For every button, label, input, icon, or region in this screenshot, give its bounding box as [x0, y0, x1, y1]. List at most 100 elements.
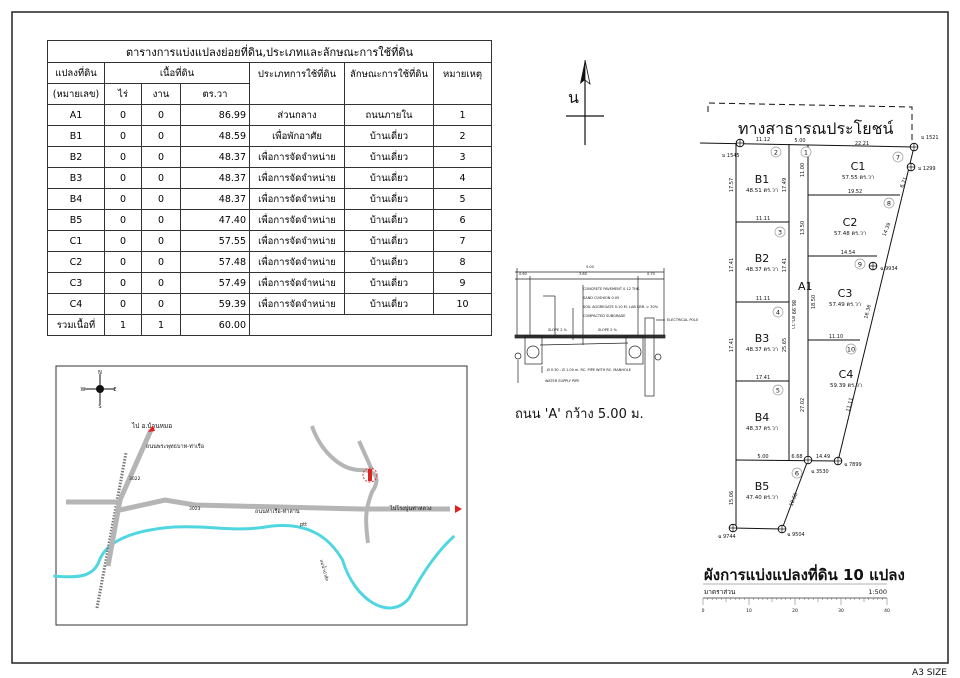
- dimension-label: 6.71: [899, 176, 909, 189]
- plot-number: 3: [778, 229, 782, 237]
- road-note: COMPACTED SUBGRADE: [583, 314, 625, 318]
- cell-use-type: เพื่อการจัดจำหน่าย: [249, 230, 345, 252]
- cell-ngan: 0: [141, 230, 181, 252]
- header-sqwa: ตร.วา: [180, 83, 250, 105]
- cell-ngan: 0: [141, 188, 181, 210]
- plot-area: 57.49 ตร.วา: [829, 302, 861, 308]
- boundary-marker-label: ม 1299: [918, 166, 936, 172]
- cell-note: 3: [433, 146, 492, 168]
- plot-area: 57.55 ตร.วา: [842, 175, 874, 181]
- public-way-label: ทางสาธารณประโยชน์: [738, 119, 894, 138]
- cell-sqwa: 59.39: [180, 293, 250, 315]
- cell-use-character: บ้านเดี่ยว: [344, 230, 434, 252]
- cell-sqwa: 86.99: [180, 104, 250, 126]
- boundary-marker-label: ฉ 9744: [718, 534, 736, 540]
- dimension-label: 11.11: [756, 296, 770, 302]
- river: [53, 523, 456, 610]
- boundary-marker-label: ฉ 7899: [844, 462, 862, 468]
- cell-rai: 0: [104, 272, 142, 294]
- road-note: Ø 0.30 - Ø 1.00 m. RC. PIPE WITH RC. MAN…: [547, 367, 631, 372]
- cell-use-type: ส่วนกลาง: [249, 104, 345, 126]
- plot-area: 86.99 ตร.วา: [790, 300, 796, 329]
- plot-number: 1: [804, 149, 808, 157]
- cell-plot: C1: [47, 230, 105, 252]
- plot-label: C2: [843, 216, 858, 229]
- cell-use-type: เพื่อพักอาศัย: [249, 125, 345, 147]
- cell-rai: 0: [104, 230, 142, 252]
- north-label: น: [568, 88, 579, 107]
- plot-area: 59.39 ตร.วา: [830, 383, 862, 389]
- plot-number-badge: [772, 306, 784, 318]
- dimension-label: 17.41: [756, 375, 770, 381]
- header-rai: ไร่: [104, 83, 142, 105]
- cell-use-type: เพื่อการจัดจำหน่าย: [249, 251, 345, 273]
- cell-note: 6: [433, 209, 492, 231]
- cell-sqwa: 57.49: [180, 272, 250, 294]
- cell-rai: 0: [104, 104, 142, 126]
- cell-sqwa: 57.48: [180, 251, 250, 273]
- dimension-label: 17.41: [729, 258, 735, 272]
- map-label: ถนนพระพุทธบาท-ท่าเรือ: [146, 443, 204, 450]
- plot-area: 47.40 ตร.วา: [746, 495, 778, 501]
- scale-tick-label: 0: [702, 608, 705, 614]
- map-label: ถนนท่าเรือ-ท่าลาน: [255, 508, 300, 515]
- cell-rai: 0: [104, 146, 142, 168]
- cell-note: 1: [433, 104, 492, 126]
- plot-number: 6: [795, 470, 799, 478]
- plot-number-badge: [770, 146, 782, 158]
- dimension-label: 15.06: [729, 491, 735, 505]
- cell-plot: B3: [47, 167, 105, 189]
- cell-sqwa: 57.55: [180, 230, 250, 252]
- plot-area: 48.37 ตร.วา: [746, 426, 778, 432]
- compass-letter: N: [98, 370, 102, 376]
- plot-number: 9: [858, 261, 862, 269]
- cell-use-type: เพื่อการจัดจำหน่าย: [249, 209, 345, 231]
- dimension-label: 18.50: [811, 295, 817, 309]
- sheet-size-label: A3 SIZE: [912, 668, 947, 678]
- cell-use-character: บ้านเดี่ยว: [344, 293, 434, 315]
- cell-plot: A1: [47, 104, 105, 126]
- cell-ngan: 0: [141, 104, 181, 126]
- dimension-label: 5.00: [794, 138, 805, 144]
- dimension-label: 14.49: [816, 454, 830, 460]
- dimension-label: 11.11: [756, 216, 770, 222]
- cell-use-type: เพื่อการจัดจำหน่าย: [249, 146, 345, 168]
- boundary-marker-label: ม 1521: [921, 135, 939, 141]
- plot-label: B1: [755, 173, 770, 186]
- scale-tick-label: 10: [746, 608, 752, 614]
- cell-note: 9: [433, 272, 492, 294]
- header-plot-sub: (หมายเลข): [47, 83, 105, 105]
- plot-number-badge: [845, 343, 857, 355]
- cell-sqwa: 47.40: [180, 209, 250, 231]
- cell-plot: C4: [47, 293, 105, 315]
- dimension-label: 22.21: [855, 141, 869, 147]
- plot-number-badge: [772, 384, 784, 396]
- plot-label: C3: [838, 287, 853, 300]
- plot-label: B2: [755, 252, 770, 265]
- railway: [95, 452, 128, 609]
- plot-label: A1: [798, 280, 813, 293]
- cell-use-character: บ้านเดี่ยว: [344, 272, 434, 294]
- cell-use-character: บ้านเดี่ยว: [344, 188, 434, 210]
- cell-rai: 0: [104, 209, 142, 231]
- cell-plot: B1: [47, 125, 105, 147]
- cell-rai: 0: [104, 188, 142, 210]
- total-empty: [249, 314, 492, 336]
- plot-number-badge: [883, 197, 895, 209]
- dimension-label: 11.12: [756, 137, 770, 143]
- dimension-label: 10.60: [789, 492, 800, 508]
- plot-number-badge: [791, 467, 803, 479]
- plot-number: 7: [896, 154, 900, 162]
- plot-label: B4: [755, 411, 770, 424]
- plot-label: B3: [755, 332, 770, 345]
- cell-note: 10: [433, 293, 492, 315]
- road-dimension: 0.70: [647, 272, 655, 276]
- plot-number: 10: [847, 346, 855, 354]
- dimension-label: 17.57: [729, 178, 735, 192]
- cell-use-character: บ้านเดี่ยว: [344, 167, 434, 189]
- location-map: [53, 374, 462, 610]
